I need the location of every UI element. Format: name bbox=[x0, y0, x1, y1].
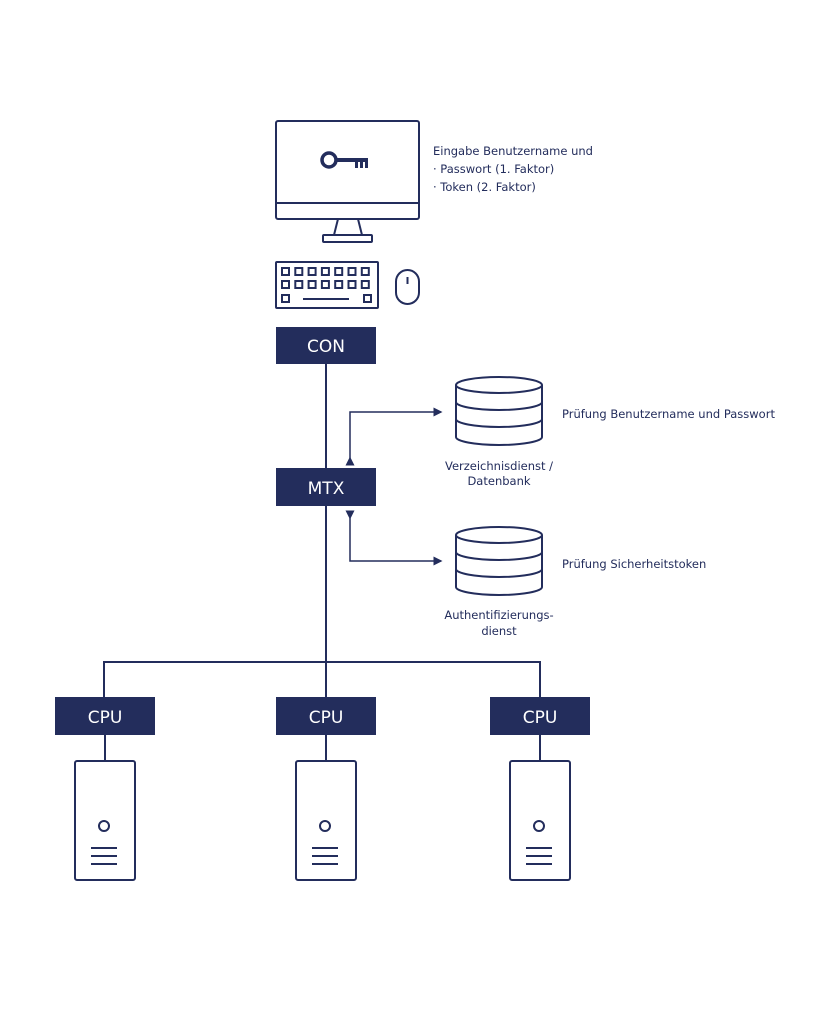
key-icon bbox=[320, 151, 368, 169]
con-box: CON bbox=[276, 327, 376, 364]
auth-service-name-2: dienst bbox=[481, 624, 517, 638]
server-tower-icon bbox=[509, 760, 571, 881]
key bbox=[363, 294, 372, 303]
cpu-bus bbox=[103, 661, 541, 697]
key bbox=[360, 267, 370, 276]
directory-service-name-2: Datenbank bbox=[467, 474, 530, 488]
key bbox=[294, 280, 304, 289]
instruction-line-2: · Passwort (1. Faktor) bbox=[433, 162, 554, 176]
key bbox=[307, 267, 317, 276]
key bbox=[334, 280, 344, 289]
key bbox=[334, 267, 344, 276]
key bbox=[347, 280, 357, 289]
mtx-label: MTX bbox=[308, 479, 345, 499]
key bbox=[294, 267, 304, 276]
key bbox=[281, 280, 290, 289]
cpu-unit: CPU bbox=[276, 697, 376, 881]
cpu-label: CPU bbox=[309, 708, 344, 728]
cpu-box bbox=[490, 697, 590, 735]
keyboard-icon bbox=[275, 261, 379, 309]
instruction-line-1: Eingabe Benutzername und bbox=[433, 144, 593, 158]
directory-check-label: Prüfung Benutzername und Passwort bbox=[562, 407, 775, 421]
auth-service-name: Authentifizierungs- bbox=[444, 608, 553, 622]
directory-service-name: Verzeichnisdienst / bbox=[445, 459, 553, 473]
auth-arrow bbox=[345, 510, 443, 566]
key bbox=[360, 280, 370, 289]
monitor-icon bbox=[275, 120, 420, 243]
database-icon bbox=[455, 526, 543, 596]
cpu-label: CPU bbox=[523, 708, 558, 728]
cpu-label: CPU bbox=[88, 708, 123, 728]
key bbox=[347, 267, 357, 276]
directory-arrow bbox=[345, 407, 443, 466]
cpu-box bbox=[55, 697, 155, 735]
instruction-line-3: · Token (2. Faktor) bbox=[433, 180, 536, 194]
key bbox=[307, 280, 317, 289]
key bbox=[281, 294, 290, 303]
mtx-box: MTX bbox=[276, 468, 376, 506]
con-label: CON bbox=[307, 337, 345, 357]
server-tower-icon bbox=[74, 760, 136, 881]
server-tower-icon bbox=[295, 760, 357, 881]
cpu-box bbox=[276, 697, 376, 735]
mouse-icon bbox=[395, 269, 420, 305]
login-instructions: Eingabe Benutzername und · Passwort (1. … bbox=[433, 144, 593, 194]
cpu-unit: CPU bbox=[55, 697, 155, 881]
database-icon bbox=[455, 376, 543, 446]
key bbox=[320, 280, 330, 289]
key bbox=[281, 267, 290, 276]
key bbox=[320, 267, 330, 276]
auth-check-label: Prüfung Sicherheitstoken bbox=[562, 557, 706, 571]
cpu-unit: CPU bbox=[490, 697, 590, 881]
